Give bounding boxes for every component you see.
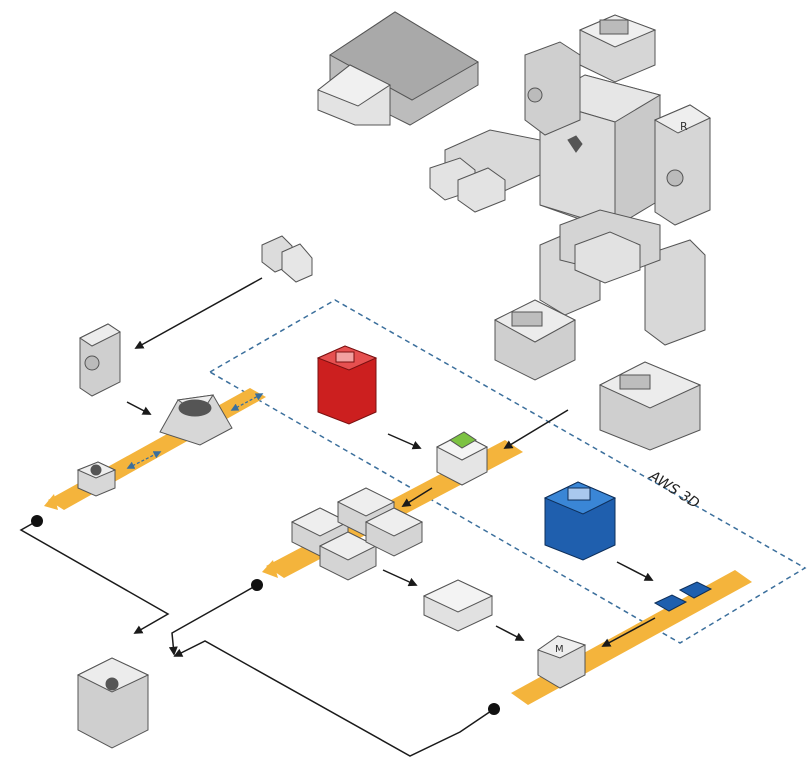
volume-icons: [653, 581, 713, 612]
svg-text:M: M: [555, 644, 564, 655]
blue-database-icon: [543, 481, 617, 561]
m-node-icon: M: [536, 635, 587, 689]
red-database-icon: [316, 345, 378, 425]
robot-figure-icon: R: [429, 14, 712, 451]
connector-nodes: [31, 515, 500, 715]
widget-icon: [261, 235, 313, 283]
storage-vault-icon: [76, 657, 150, 749]
spaceship-icon: [317, 11, 479, 126]
band-left: [44, 388, 266, 510]
app-server-icon: [435, 431, 489, 486]
band-right: [511, 570, 752, 705]
dashed-boundary: [208, 299, 807, 644]
band-flow-arrows: [126, 393, 264, 469]
instance-cluster-icon: [290, 487, 424, 581]
connector-arrows: [19, 277, 656, 757]
server-tower-icon: [79, 323, 121, 397]
load-balancer-icon: [159, 394, 233, 446]
queue-icon: [76, 461, 117, 497]
router-icon: [422, 579, 494, 632]
svg-text:R: R: [680, 120, 688, 133]
